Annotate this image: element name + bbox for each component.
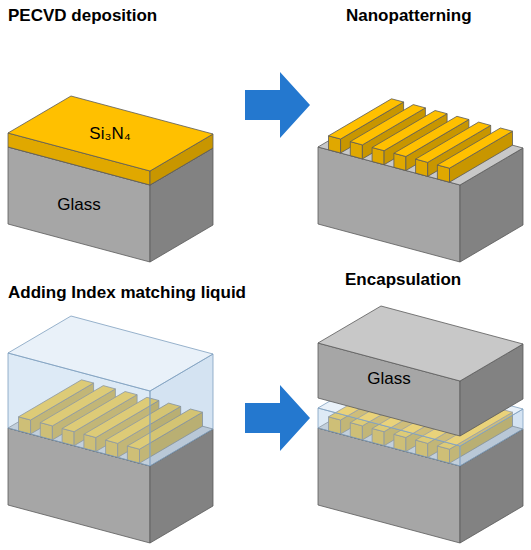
material-label: Glass [367, 369, 410, 389]
step-title: Adding Index matching liquid [8, 283, 246, 303]
step-title: Nanopatterning [346, 6, 472, 26]
step-title: PECVD deposition [8, 6, 157, 26]
block-drawings [8, 96, 523, 543]
material-label: Glass [57, 195, 100, 215]
step-arrow [245, 385, 310, 451]
step-arrow [245, 72, 310, 138]
material-label: Si₃N₄ [89, 124, 130, 144]
glass-cover [318, 306, 523, 381]
si3n4-stripe [437, 128, 512, 168]
si3n4-layer [8, 96, 213, 171]
index-matching-liquid [8, 316, 213, 391]
step-title: Encapsulation [345, 270, 461, 290]
